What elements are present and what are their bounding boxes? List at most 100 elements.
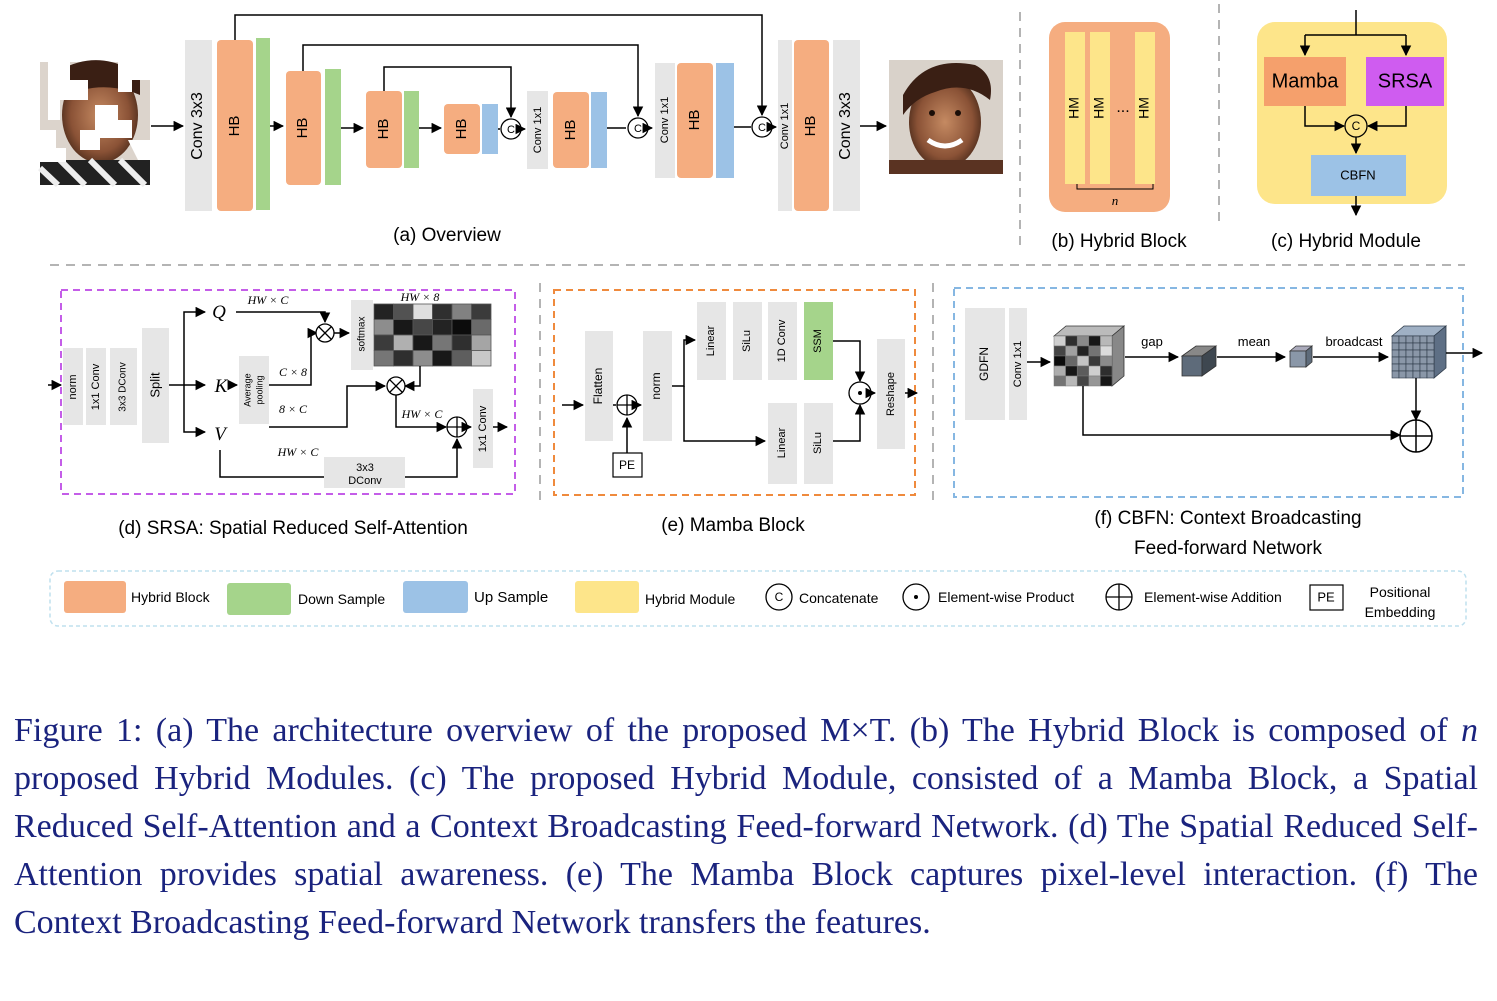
cube-cell [1076,375,1090,387]
concat-label: C [634,123,642,135]
hybrid-module-title: (c) Hybrid Module [1271,231,1421,252]
broadcast-cell [1419,342,1428,351]
legend: Hybrid Block Down Sample Up Sample Hybri… [49,570,1467,627]
srsa-title: (d) SRSA: Spatial Reduced Self-Attention [118,518,468,539]
conv1x1-block [527,91,548,169]
broadcast-cell [1419,370,1428,379]
dconv3x3-label: DConv [348,475,382,487]
hb-label: HB [453,119,470,140]
cbfn-panel: GDFN Conv 1x1 gap mean broadcast [953,287,1484,559]
hm-bar [1065,32,1085,184]
cube-cell [1065,375,1078,387]
mamba-block [1264,57,1346,106]
v-label: V [214,424,228,445]
cube-cell [1088,345,1101,357]
conv1x1-block [86,348,106,425]
cube-cell [1065,365,1078,377]
conv1x1-block [655,63,675,178]
silu-label: SiLu [741,330,753,352]
dim-label: HW × 8 [400,290,440,304]
mamba-block-title: (e) Mamba Block [661,515,805,536]
cube-cell [1100,345,1113,357]
hb-block [366,91,402,168]
architecture-figure: Conv 3x3 HB HB HB HB C Conv 1x1 HB C Con… [35,4,1484,627]
legend-swatch-down-sample [227,583,291,615]
broadcast-cell [1391,356,1400,365]
cube-front-grid [1053,335,1113,387]
broadcast-cell [1426,342,1435,351]
ssm-block [804,302,833,380]
hm-bar [1135,32,1155,184]
cube-cell [1053,365,1066,377]
legend-label: Element-wise Product [938,589,1074,605]
cube-cell [1100,375,1113,387]
broadcast-cell [1419,356,1428,365]
up-sample-block [716,63,734,178]
broadcast-cell [1391,349,1400,358]
pe-label: PE [619,458,635,472]
heatmap-cell [451,319,472,336]
heatmap-cell [451,303,472,320]
legend-label: Down Sample [298,591,385,607]
linear-label: Linear [776,427,788,458]
heatmap-cell [432,319,453,336]
mamba-label: Mamba [1272,70,1340,92]
cube-cell [1088,365,1101,377]
broadcast-cube-grid [1391,335,1435,379]
broadcast-label: broadcast [1325,334,1382,349]
flatten-label: Flatten [591,368,605,405]
broadcast-cell [1398,363,1407,372]
restored-output-image [889,60,1003,174]
q-label: Q [212,302,226,323]
flatten-block [585,331,613,441]
ssm-label: SSM [812,329,824,353]
heatmap-cell [373,350,394,367]
linear-block [697,302,726,380]
broadcast-cell [1398,356,1407,365]
broadcast-cell [1398,349,1407,358]
broadcast-cell [1405,356,1414,365]
cube-cell [1065,345,1078,357]
dim-label: HW × C [401,407,444,421]
up-sample-block [482,104,498,154]
overview-panel: Conv 3x3 HB HB HB HB C Conv 1x1 HB C Con… [35,14,1003,246]
cube-cell [1100,335,1113,347]
legend-swatch-hybrid-module [575,581,639,613]
broadcast-cell [1398,370,1407,379]
conv1x1-label: Conv 1x1 [1012,341,1024,387]
avg-pool-label: Average [242,373,252,406]
cube-cell [1100,365,1113,377]
legend-label: Up Sample [474,589,548,606]
conv1x1-block [1009,308,1027,420]
skip-connection [302,44,644,118]
hm-bar [1090,32,1110,184]
broadcast-cell [1426,363,1435,372]
legend-label: Embedding [1365,604,1436,620]
legend-label: Hybrid Block [131,589,211,605]
conv3x3-label: Conv 3x3 [189,92,206,160]
pe-box [612,452,643,478]
broadcast-cell [1391,370,1400,379]
down-sample-block [404,91,419,168]
concat-label: C [758,122,766,134]
legend-label: Hybrid Module [645,591,735,607]
dim-label: HW × C [247,293,290,307]
srsa-label: SRSA [1378,70,1433,92]
up-sample-block [591,92,607,168]
broadcast-cell [1391,335,1400,344]
heatmap-cell [373,303,394,320]
overview-title: (a) Overview [393,225,501,246]
softmax-block [351,300,373,370]
cube-cell [1076,345,1090,357]
conv1x1-label: Conv 1x1 [779,103,791,149]
broadcast-cell [1405,363,1414,372]
k-label: K [214,376,229,397]
broadcast-cell [1405,349,1414,358]
broadcast-cell [1412,335,1421,344]
norm-block [63,348,83,425]
legend-swatch-hybrid-block [64,581,126,613]
hb-block [677,63,713,178]
linear-block [768,403,797,484]
hb-label: HB [802,116,819,137]
broadcast-cell [1419,363,1428,372]
